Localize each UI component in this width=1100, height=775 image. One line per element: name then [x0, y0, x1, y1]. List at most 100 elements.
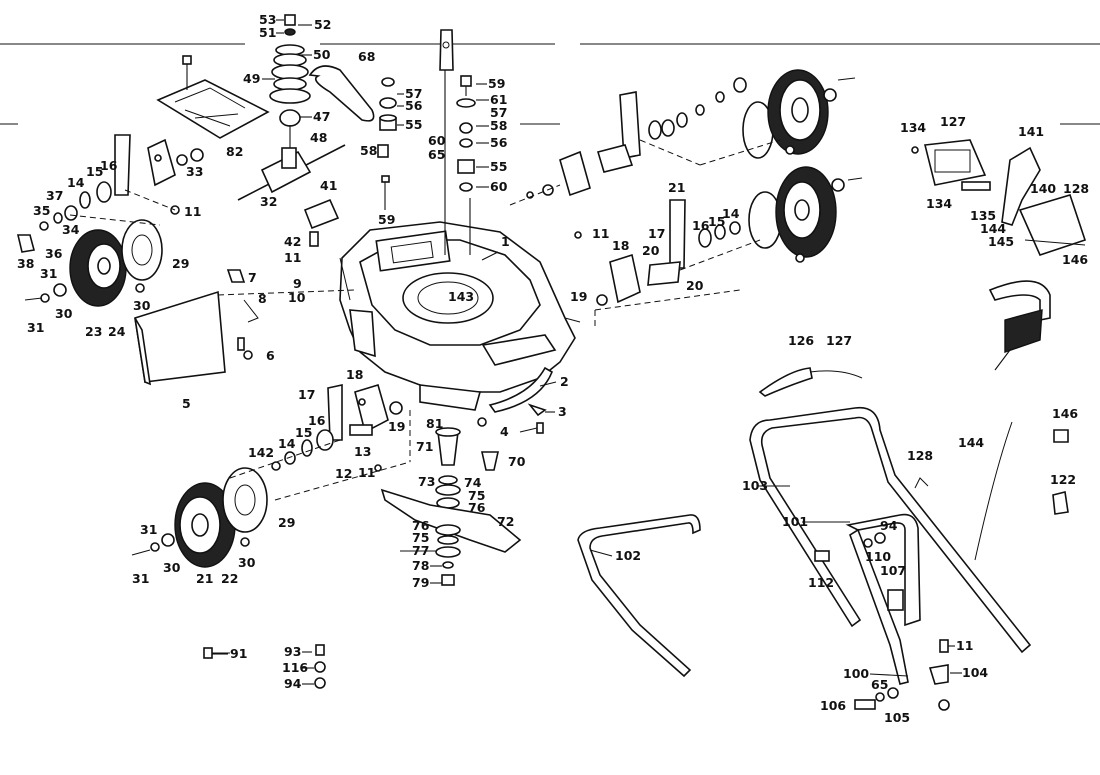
label-53: 53 [259, 12, 276, 27]
label-39: 38 [17, 256, 34, 271]
label-71: 71 [416, 439, 433, 454]
label-18-b: 18 [612, 238, 629, 253]
cable [974, 421, 1013, 561]
lower-handle [577, 514, 701, 678]
label-142: 134 [926, 196, 952, 211]
label-15-b: 15 [295, 425, 312, 440]
rear-flap [134, 269, 356, 386]
label-20: 20 [686, 278, 704, 293]
label-13: 13 [354, 444, 371, 459]
label-5: 5 [182, 396, 191, 411]
label-126: 126 [788, 333, 814, 348]
label-14-a: 14 [67, 175, 85, 190]
label-91: 91 [230, 646, 247, 661]
label-55-b: 55 [490, 159, 507, 174]
label-19-b: 19 [570, 289, 587, 304]
label-65-a: 65 [428, 147, 445, 162]
label-11-d: 11 [592, 226, 609, 241]
label-55-a: 55 [405, 117, 422, 132]
bearing-stack [377, 75, 476, 210]
label-105: 105 [884, 710, 910, 725]
label-15-c: 15 [708, 214, 725, 229]
right-front-wheel-assembly [594, 166, 863, 330]
label-30-b: 30 [163, 560, 181, 575]
label-32-a: 31 [40, 266, 57, 281]
label-57-b: 57 [490, 105, 507, 120]
label-17-b: 17 [648, 226, 665, 241]
leader-lines [444, 50, 499, 261]
label-150-a: 146 [1062, 252, 1088, 267]
label-52: 52 [314, 17, 331, 32]
label-94-a: 94 [284, 676, 302, 691]
pulley-stack [269, 14, 311, 160]
label-31-a: 31 [27, 320, 44, 335]
label-76-b: 76 [412, 518, 430, 533]
label-141: 128 [1063, 181, 1089, 196]
label-23: 21 [196, 571, 213, 586]
label-58-b: 58 [490, 118, 507, 133]
blade-assembly [380, 366, 554, 586]
label-9: 9 [293, 276, 302, 291]
label-41: 41 [320, 178, 337, 193]
label-68: 68 [358, 49, 375, 64]
label-116: 116 [282, 660, 308, 675]
label-145: 141 [1018, 124, 1044, 139]
handle-frame [749, 406, 1032, 685]
label-56-b: 56 [490, 135, 508, 150]
label-59-b: 59 [488, 76, 505, 91]
belt [308, 65, 375, 122]
label-42: 42 [284, 234, 301, 249]
callout-labels: 53 52 51 50 49 68 47 48 82 32 41 42 11 9… [17, 12, 1089, 725]
label-147: 134 [900, 120, 926, 135]
label-36: 35 [33, 203, 50, 218]
label-31-b: 31 [132, 571, 149, 586]
label-8: 8 [258, 291, 267, 306]
label-15-a: 15 [86, 164, 103, 179]
label-150-b: 146 [1052, 406, 1078, 421]
label-101: 101 [782, 514, 808, 529]
label-37: 36 [45, 246, 63, 261]
label-112: 112 [808, 575, 834, 590]
label-107: 107 [880, 563, 906, 578]
label-51: 51 [259, 25, 276, 40]
label-leaders [212, 19, 962, 685]
label-102: 102 [615, 548, 641, 563]
right-rear-wheel-assembly [509, 69, 856, 239]
label-128: 128 [907, 448, 933, 463]
label-79: 79 [412, 575, 429, 590]
label-127: 127 [826, 333, 852, 348]
label-49: 49 [243, 71, 260, 86]
transmission-axle [237, 144, 346, 201]
label-30-a: 30 [55, 306, 73, 321]
label-21: 20 [642, 243, 660, 258]
label-60-a: 60 [428, 133, 446, 148]
label-35: 34 [62, 222, 80, 237]
label-29-b: 30 [238, 555, 256, 570]
label-38: 37 [46, 188, 63, 203]
label-73: 73 [418, 474, 435, 489]
label-28-b: 29 [278, 515, 295, 530]
label-134: 142 [248, 445, 274, 460]
label-24: 22 [221, 571, 238, 586]
label-2: 2 [560, 374, 569, 389]
label-34: 33 [186, 164, 203, 179]
label-94-b: 94 [880, 518, 898, 533]
bracket [303, 198, 340, 247]
label-29-a: 30 [133, 298, 151, 313]
label-11-b: 11 [184, 204, 201, 219]
handle-grip [988, 280, 1051, 371]
label-57-a: 57 [405, 86, 422, 101]
label-143: 135 [970, 208, 996, 223]
label-75-a: 75 [468, 488, 485, 503]
border-rules [0, 43, 1100, 125]
mower-deck [339, 221, 581, 411]
label-106: 106 [820, 698, 846, 713]
hardware-parts [203, 337, 1069, 711]
label-135: 143 [448, 289, 474, 304]
label-61: 61 [490, 92, 507, 107]
label-50: 50 [313, 47, 331, 62]
label-4: 4 [500, 424, 509, 439]
label-144: 140 [1030, 181, 1056, 196]
label-32-b: 31 [140, 522, 157, 537]
label-60-b: 60 [490, 179, 508, 194]
